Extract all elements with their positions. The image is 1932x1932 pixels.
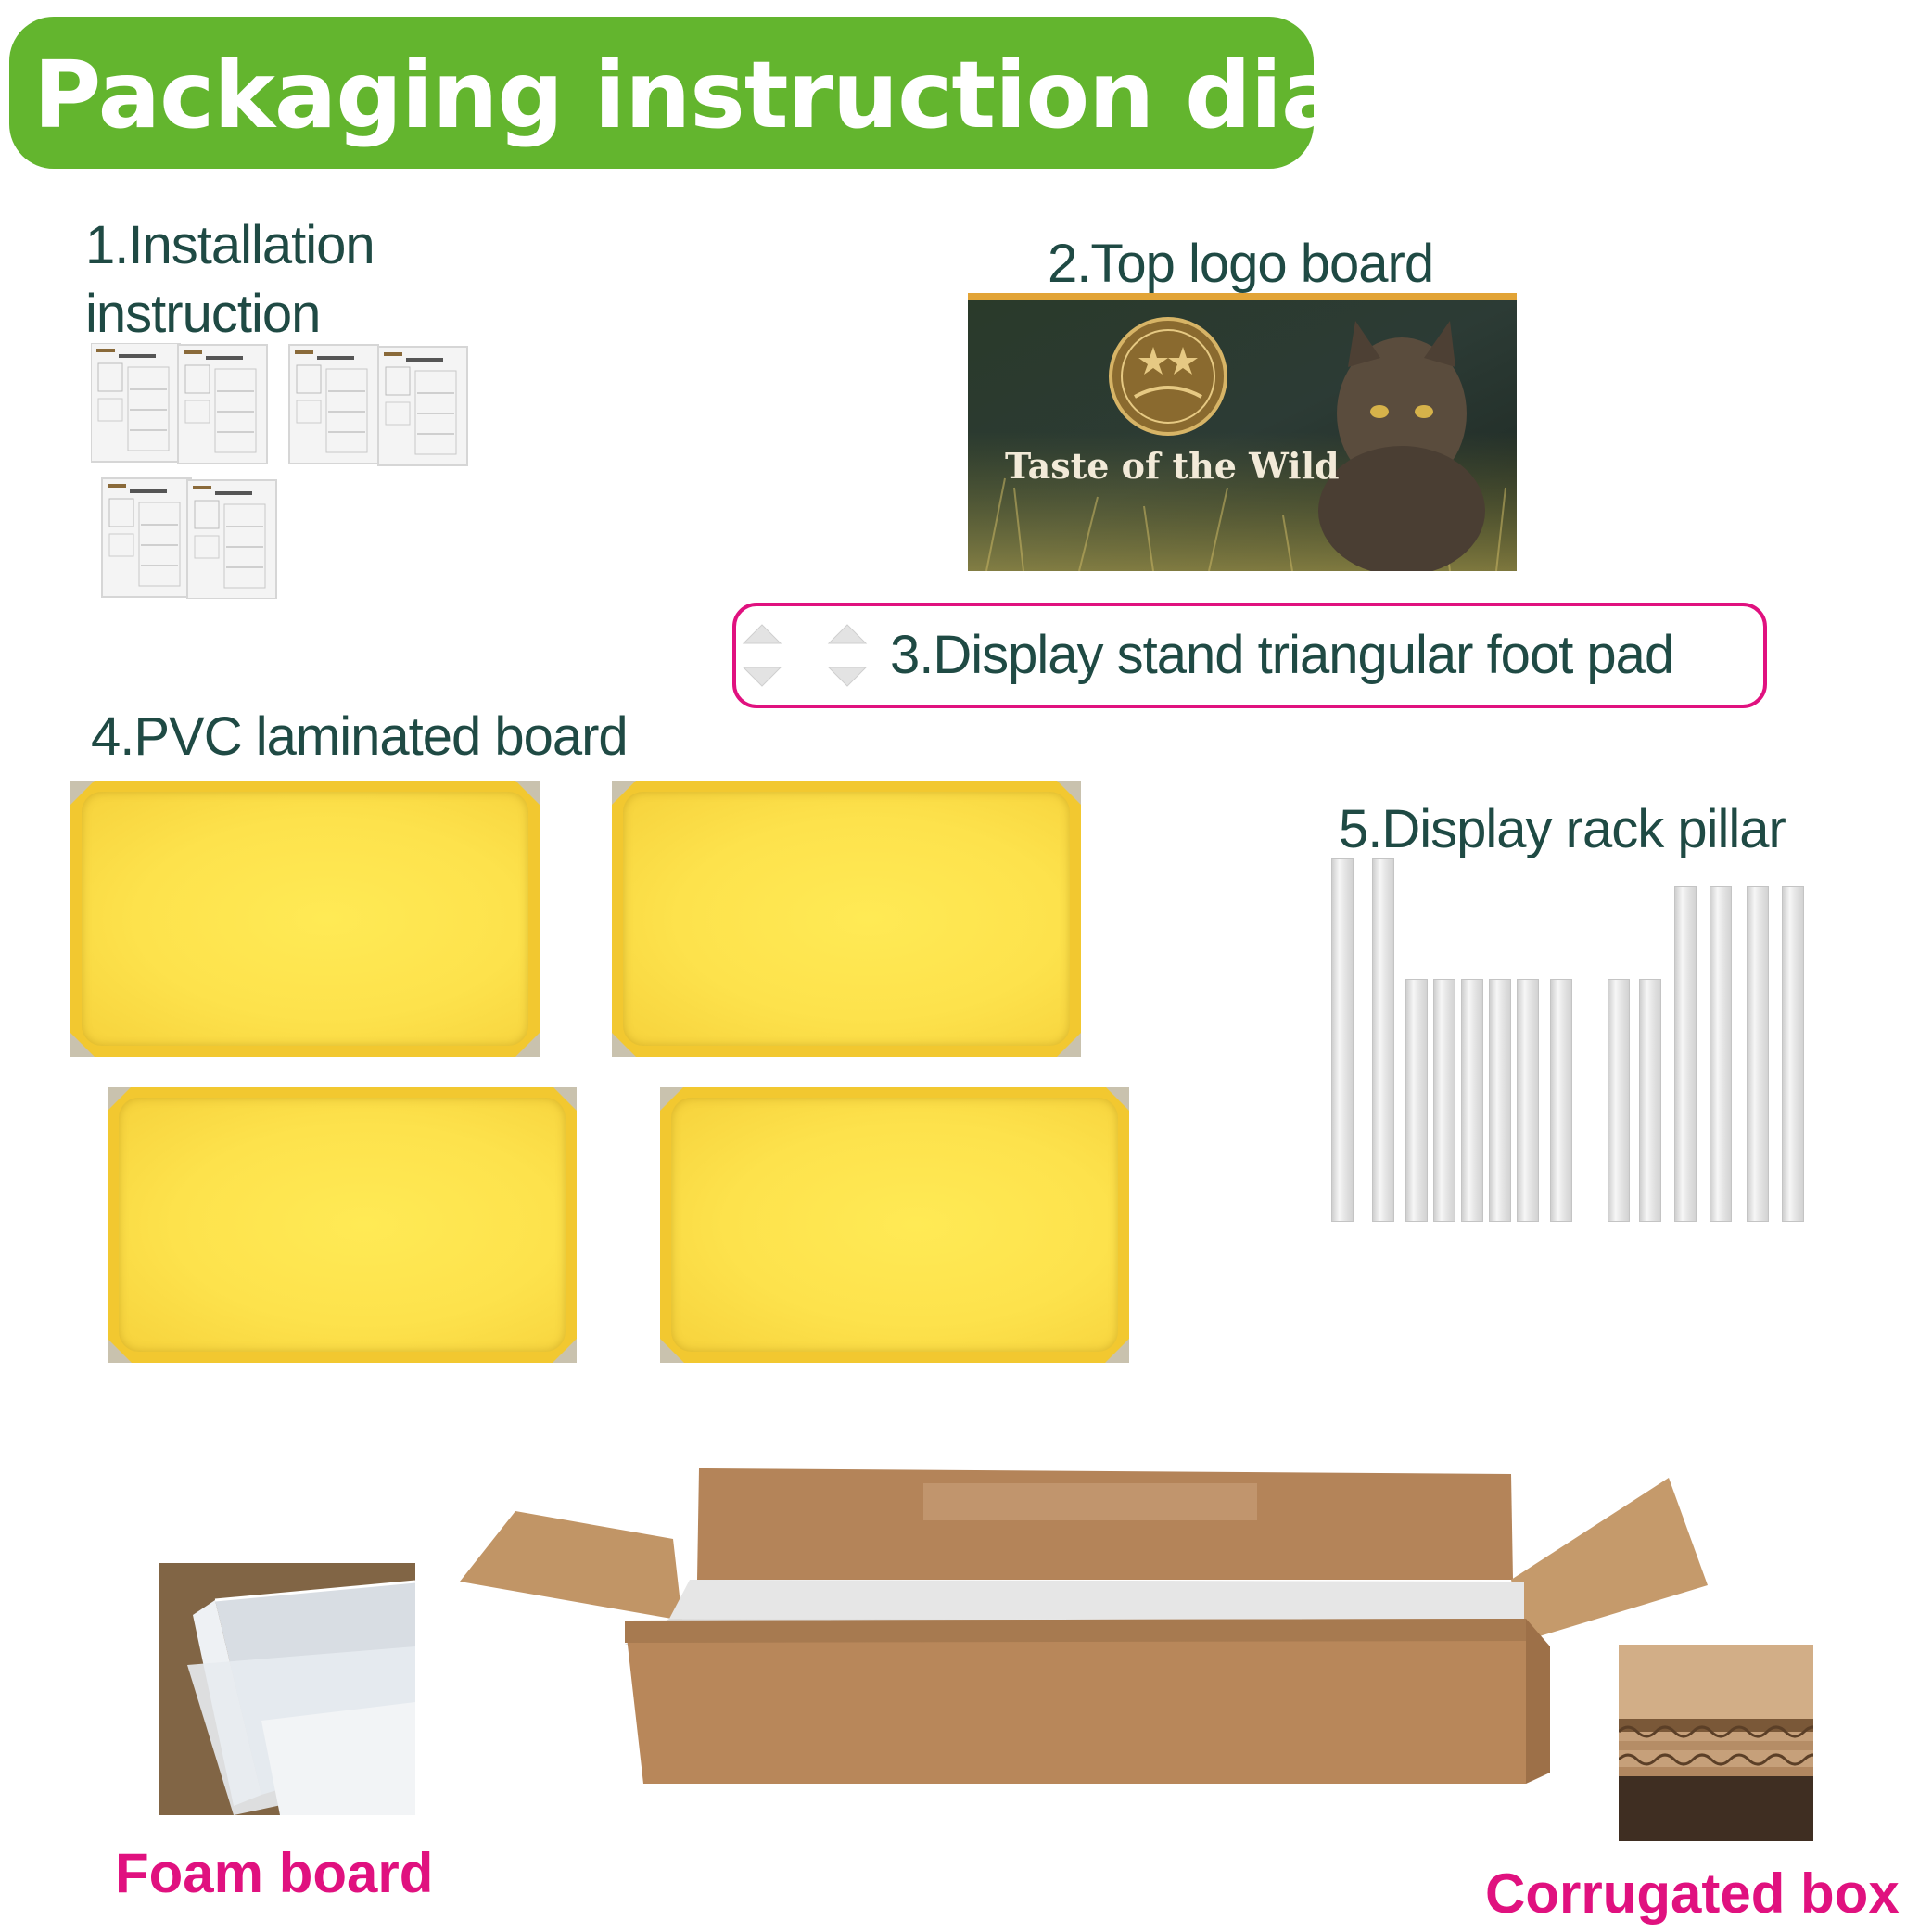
pvc-board-1 <box>70 781 540 1057</box>
pillar-short-1 <box>1405 979 1428 1222</box>
pvc-board-3 <box>108 1087 577 1363</box>
foot-pad-icons <box>738 621 886 690</box>
cardboard-box-illustration <box>460 1468 1708 1784</box>
pillar-short-8 <box>1639 979 1661 1222</box>
pillar-short-6 <box>1550 979 1572 1222</box>
pillar-tall-1 <box>1331 858 1354 1222</box>
top-logo-board-label: 2.Top logo board <box>1048 234 1434 294</box>
pillar-short-4 <box>1489 979 1511 1222</box>
corrugated-illustration <box>1619 1645 1813 1841</box>
pvc-board-4 <box>660 1087 1129 1363</box>
foam-board-label: Foam board <box>115 1842 434 1904</box>
pvc-laminated-board-label: 4.PVC laminated board <box>91 706 629 767</box>
rack-pillars <box>1331 853 1813 1233</box>
foot-pad-callout <box>732 603 1767 708</box>
logo-board-illustration: Taste of the Wild <box>968 293 1517 571</box>
pillar-short-3 <box>1461 979 1483 1222</box>
open-cardboard-box <box>460 1465 1721 1799</box>
triangular-foot-pad-label: 3.Display stand triangular foot pad <box>890 625 1674 685</box>
foam-board-illustration <box>159 1563 415 1815</box>
brand-logo-text: Taste of the Wild <box>1005 445 1340 487</box>
top-logo-board-image: Taste of the Wild <box>968 293 1517 571</box>
pillar-long-1 <box>1674 886 1697 1222</box>
triangle-pad-icon <box>742 624 868 687</box>
instruction-sheets-illustration <box>90 342 468 600</box>
pillar-short-2 <box>1433 979 1455 1222</box>
corrugated-box-image <box>1619 1645 1813 1841</box>
corrugated-box-label: Corrugated box <box>1485 1862 1900 1925</box>
pvc-board-2 <box>612 781 1081 1057</box>
pillar-short-5 <box>1517 979 1539 1222</box>
pillar-tall-2 <box>1372 858 1394 1222</box>
page-title: Packaging instruction diagram <box>33 41 1611 149</box>
display-rack-pillar-label: 5.Display rack pillar <box>1339 799 1786 859</box>
pillar-long-3 <box>1747 886 1769 1222</box>
pillar-short-7 <box>1608 979 1630 1222</box>
foam-board-image <box>159 1563 415 1815</box>
title-banner <box>9 17 1314 169</box>
instruction-sheets <box>90 342 480 600</box>
pillar-long-2 <box>1710 886 1732 1222</box>
pillar-long-4 <box>1782 886 1804 1222</box>
installation-instruction-label: 1.Installation instruction <box>85 215 375 344</box>
